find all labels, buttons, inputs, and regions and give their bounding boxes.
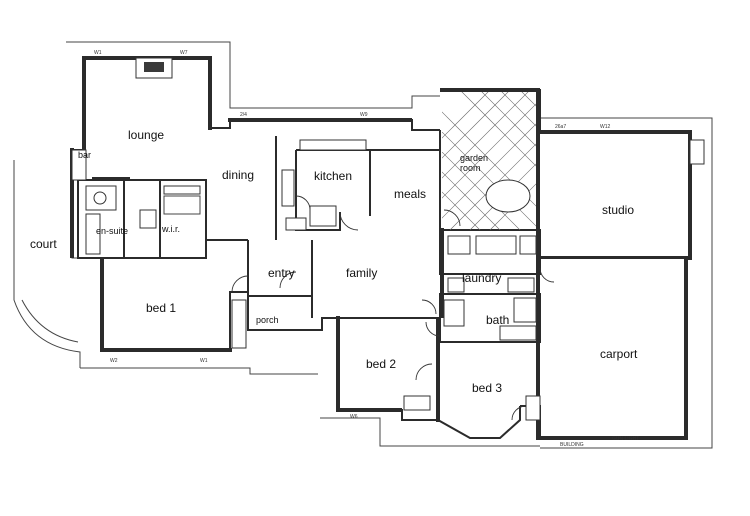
- room-label-porch: porch: [256, 315, 279, 325]
- svg-text:BUILDING: BUILDING: [560, 442, 584, 448]
- svg-text:26a7: 26a7: [555, 124, 566, 130]
- svg-text:2/4: 2/4: [240, 112, 247, 118]
- room-label-family: family: [346, 266, 377, 280]
- room-label-dining: dining: [222, 168, 254, 182]
- door-swings: [231, 195, 555, 421]
- room-label-court: court: [30, 237, 57, 251]
- room-label-lounge: lounge: [128, 128, 164, 142]
- room-label-ensuite: en-suite: [96, 226, 128, 236]
- svg-text:W7: W7: [180, 50, 188, 56]
- drafting-notes: W1 W7 2/4 W9 26a7 W12 W2 W1 W6 BUILDING …: [94, 50, 639, 448]
- solid-walls: [70, 56, 688, 440]
- svg-text:W2: W2: [110, 358, 118, 364]
- room-label-bed2: bed 2: [366, 357, 396, 371]
- svg-text:W1: W1: [200, 358, 208, 364]
- svg-text:W6: W6: [350, 414, 358, 420]
- room-label-bed3: bed 3: [472, 381, 502, 395]
- spa-pool: [485, 179, 531, 213]
- room-label-bar: bar: [78, 150, 91, 160]
- room-label-kitchen: kitchen: [314, 169, 352, 183]
- svg-text:GUN LIGHT: GUN LIGHT: [612, 436, 639, 442]
- room-label-laundry: laundry: [462, 271, 501, 285]
- room-label-meals: meals: [394, 187, 426, 201]
- svg-text:W9: W9: [360, 112, 368, 118]
- room-label-wir: w.i.r.: [161, 224, 180, 234]
- svg-text:W12: W12: [600, 124, 611, 130]
- room-label-bed1: bed 1: [146, 301, 176, 315]
- room-label-studio: studio: [602, 203, 634, 217]
- garden-room-paving: [442, 92, 536, 230]
- fixtures: [71, 57, 705, 421]
- room-label-entry: entry: [268, 266, 295, 280]
- room-label-bath: bath: [486, 313, 509, 327]
- room-label-carport: carport: [600, 347, 638, 361]
- dimension-frame: [66, 41, 713, 449]
- svg-text:W1: W1: [94, 50, 102, 56]
- interior-walls: [77, 130, 541, 343]
- exterior-walls: [13, 57, 692, 439]
